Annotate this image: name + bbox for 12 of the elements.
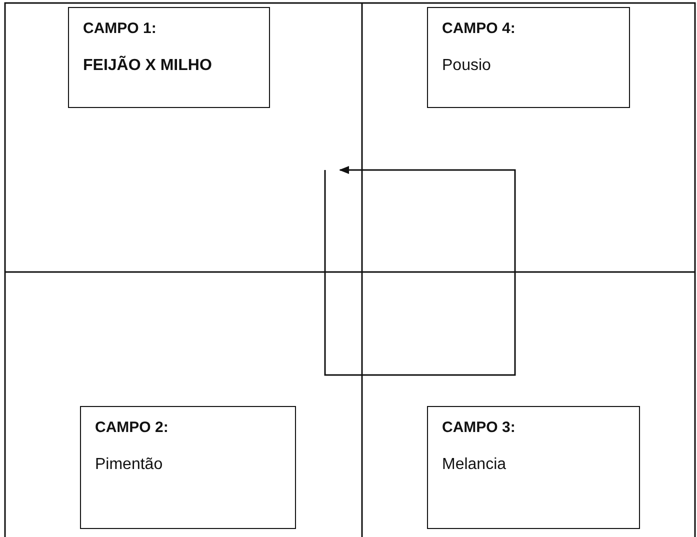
crop-name: Pousio — [442, 57, 492, 75]
field-box — [68, 7, 270, 108]
field-title: CAMPO 4: — [442, 20, 516, 37]
field-box — [80, 406, 296, 529]
field-title: CAMPO 3: — [442, 419, 516, 436]
field-box — [427, 7, 630, 108]
field-title: CAMPO 2: — [95, 419, 170, 436]
field-title: CAMPO 1: — [83, 20, 158, 37]
crop-name: Melancia — [442, 456, 508, 474]
crop-name: Pimentão — [95, 456, 164, 474]
crop-name: FEIJÃO X MILHO — [83, 57, 213, 75]
field-box — [427, 406, 640, 529]
